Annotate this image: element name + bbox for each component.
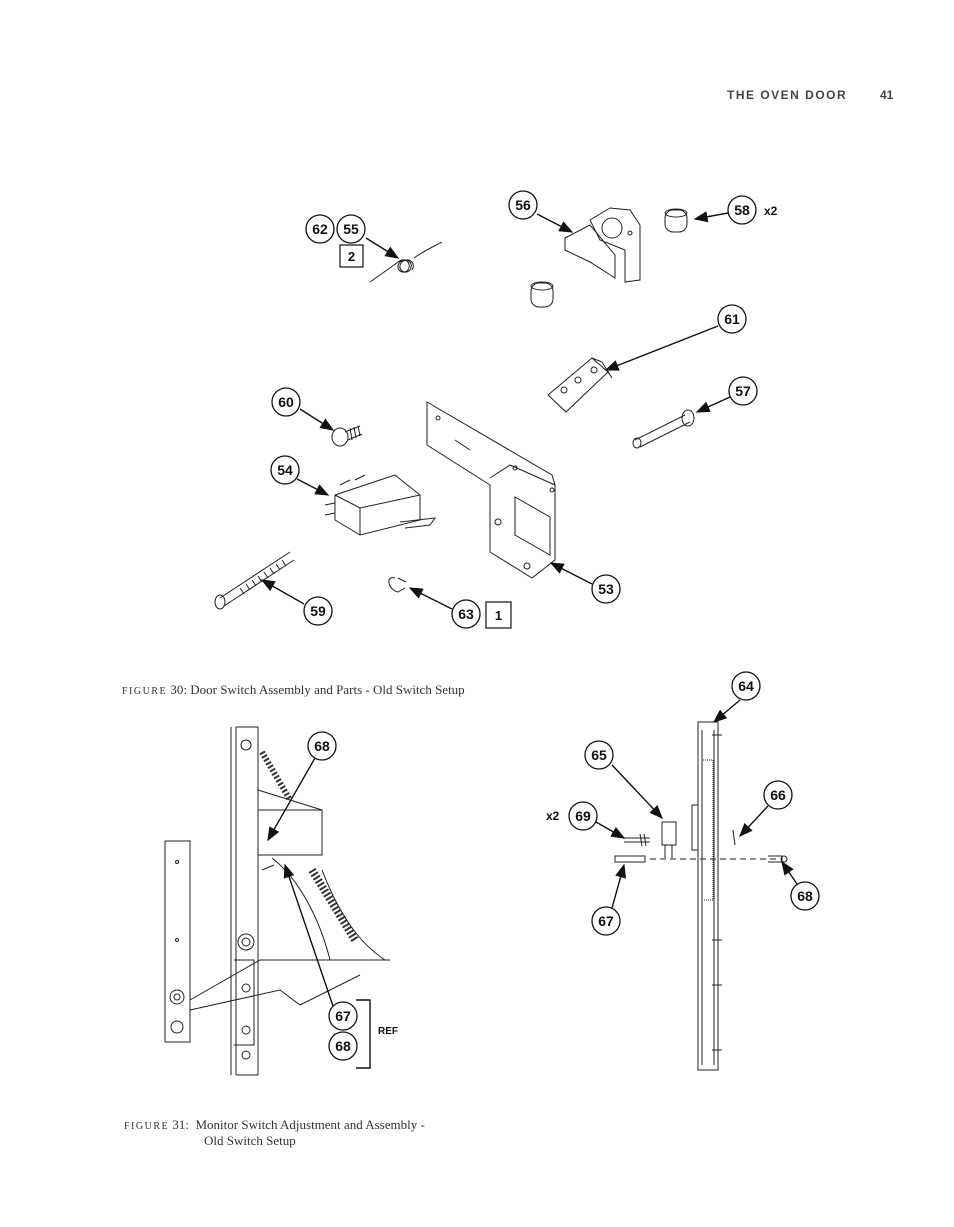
callout-67-right: 67: [591, 906, 621, 936]
svg-text:68: 68: [797, 888, 813, 904]
callout-53: 53: [591, 574, 621, 604]
screw-part: [331, 425, 363, 447]
callout-56: 56: [508, 190, 538, 220]
pin-part: [632, 409, 695, 449]
callout-64: 64: [731, 671, 761, 701]
callout-67-ref: 67: [328, 1001, 358, 1031]
clip-part: [388, 577, 407, 593]
section-title: THE OVEN DOOR: [727, 88, 848, 102]
figure-30-drawing: [214, 207, 695, 610]
svg-text:69: 69: [575, 808, 591, 824]
svg-text:67: 67: [335, 1008, 351, 1024]
caption-text-line2: Old Switch Setup: [204, 1133, 296, 1148]
figure-30-caption: FIGURE 30: Door Switch Assembly and Part…: [122, 682, 465, 698]
bracket-part: [564, 207, 641, 283]
svg-text:55: 55: [343, 221, 359, 237]
svg-text:62: 62: [312, 221, 328, 237]
quantity-label-x2-fig31: x2: [546, 809, 560, 823]
svg-text:56: 56: [515, 197, 531, 213]
figure-word: FIGURE: [124, 1121, 170, 1132]
caption-text: Door Switch Assembly and Parts - Old Swi…: [190, 682, 465, 697]
callout-66: 66: [763, 780, 793, 810]
figure-word: FIGURE: [122, 686, 168, 697]
svg-text:60: 60: [278, 394, 294, 410]
svg-text:64: 64: [738, 678, 754, 694]
svg-text:58: 58: [734, 202, 750, 218]
callout-62: 62: [305, 214, 335, 244]
callout-69: 69: [568, 801, 598, 831]
mounting-plate-part: [426, 401, 556, 579]
figure-30-leaders: [260, 211, 731, 610]
callout-68-right: 68: [790, 881, 820, 911]
figure-31-left-drawing: [164, 726, 390, 1076]
figure-number: 31:: [172, 1117, 189, 1132]
threaded-rod-part: [214, 551, 295, 610]
svg-text:54: 54: [277, 462, 293, 478]
figure-number: 30:: [170, 682, 187, 697]
page-number: 41: [880, 88, 894, 102]
callout-61: 61: [717, 304, 747, 334]
quantity-label-x2: x2: [764, 204, 778, 218]
figure-31-caption: FIGURE 31: Monitor Switch Adjustment and…: [124, 1117, 484, 1149]
svg-text:57: 57: [735, 383, 751, 399]
svg-text:66: 66: [770, 787, 786, 803]
caption-text-line1: Monitor Switch Adjustment and Assembly -: [195, 1117, 425, 1132]
ref-label: REF: [378, 1026, 398, 1037]
callout-63: 63: [451, 599, 481, 629]
figure-31-left-leaders: [267, 757, 371, 1069]
svg-text:1: 1: [495, 608, 502, 623]
quantity-box-1: 1: [485, 601, 512, 629]
bushing-part-2: [530, 281, 554, 308]
svg-text:67: 67: [598, 913, 614, 929]
svg-text:65: 65: [591, 747, 607, 763]
callout-55: 55: [336, 214, 366, 244]
callout-65: 65: [584, 740, 614, 770]
svg-text:2: 2: [348, 249, 355, 264]
spring-part: [369, 241, 443, 283]
callout-68-top: 68: [307, 731, 337, 761]
quantity-box-2: 2: [339, 244, 364, 268]
actuator-part: [547, 357, 613, 413]
callout-60: 60: [271, 387, 301, 417]
svg-text:68: 68: [314, 738, 330, 754]
svg-text:59: 59: [310, 603, 326, 619]
svg-text:63: 63: [458, 606, 474, 622]
callout-59: 59: [303, 596, 333, 626]
callout-58: 58: [727, 195, 757, 225]
figure-31-right-drawing: [614, 721, 788, 1071]
bushing-part: [664, 208, 688, 233]
callout-68-ref: 68: [328, 1031, 358, 1061]
page-header: THE OVEN DOOR 41: [700, 88, 900, 108]
figure-31-right-leaders: [595, 699, 798, 909]
callout-54: 54: [270, 455, 300, 485]
svg-text:68: 68: [335, 1038, 351, 1054]
svg-text:61: 61: [724, 311, 740, 327]
callout-57: 57: [728, 376, 758, 406]
svg-text:53: 53: [598, 581, 614, 597]
switch-part: [324, 474, 437, 536]
